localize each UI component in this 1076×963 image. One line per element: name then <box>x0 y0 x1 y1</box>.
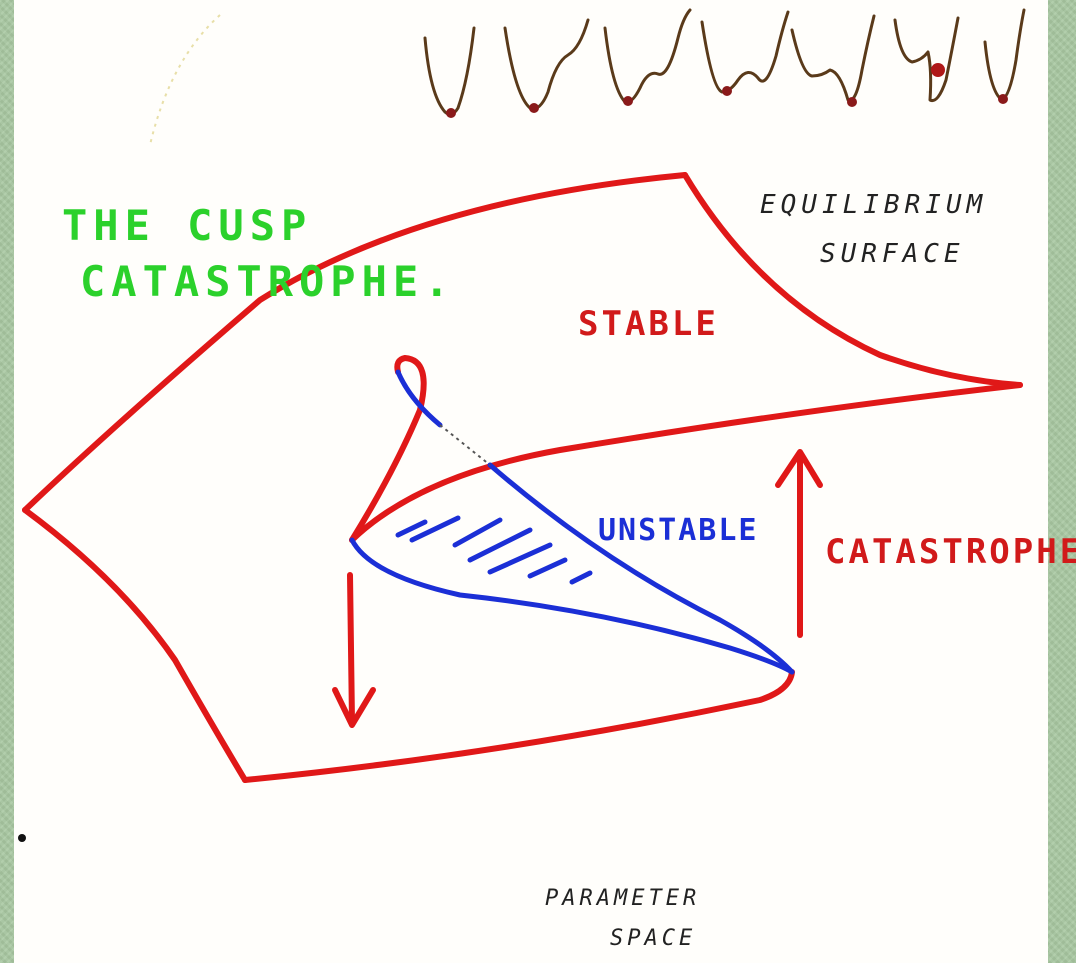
potential-well-2 <box>503 18 590 111</box>
hatch-4 <box>467 527 533 563</box>
surface-label-line-1: EQUILIBRIUM <box>760 190 987 220</box>
surface-right-edge <box>682 172 1023 388</box>
hatch-1 <box>395 519 428 538</box>
down-arrow-shaft <box>347 572 355 725</box>
title-line-1: THE CUSP <box>62 201 312 250</box>
potential-well-7 <box>983 8 1026 102</box>
catastrophe-arrows <box>332 449 823 728</box>
potential-well-3 <box>603 8 692 104</box>
catastrophe-label: CATASTROPHE <box>825 532 1076 572</box>
surface-top-edge <box>22 172 688 513</box>
stray-dot <box>18 834 26 842</box>
surface-bottom-edge <box>242 669 795 783</box>
unstable-region <box>349 369 795 675</box>
hatch-6 <box>527 557 568 579</box>
pencil-arc <box>149 14 221 146</box>
down-arrow-head <box>332 687 376 728</box>
surface-fold-edge <box>349 382 1023 543</box>
paper-sheet <box>14 0 1048 963</box>
hidden-fold-line <box>439 424 491 466</box>
equilibrium-surface <box>22 172 1023 783</box>
surface-left-edge <box>22 507 248 783</box>
hatch-2 <box>409 515 461 543</box>
parameter-label-line-1: PARAMETER <box>545 886 700 911</box>
surface-label-line-2: SURFACE <box>820 239 965 269</box>
ball-1 <box>446 108 456 118</box>
hatch-3 <box>452 517 503 548</box>
ball-4 <box>722 86 732 96</box>
unstable-curl <box>395 369 443 428</box>
unstable-lower-edge <box>349 537 795 675</box>
parameter-label-line-2: SPACE <box>610 926 696 951</box>
title-line-2: CATASTROPHE. <box>80 257 455 306</box>
stable-label: STABLE <box>578 304 719 344</box>
surface-fold-curl <box>349 355 427 543</box>
up-arrow-head <box>775 449 823 488</box>
hatch-7 <box>569 570 593 585</box>
unstable-upper-edge <box>487 462 795 675</box>
ball-6 <box>931 63 945 77</box>
ball-5 <box>847 97 857 107</box>
potential-wells <box>423 8 1026 118</box>
ball-2 <box>529 103 539 113</box>
potential-well-6 <box>893 16 960 103</box>
potential-well-1 <box>423 26 476 116</box>
unstable-label: UNSTABLE <box>598 513 759 548</box>
ball-7 <box>998 94 1008 104</box>
ball-3 <box>623 96 633 106</box>
hatch-5 <box>487 542 553 575</box>
potential-well-4 <box>700 10 790 94</box>
potential-well-5 <box>790 14 876 102</box>
